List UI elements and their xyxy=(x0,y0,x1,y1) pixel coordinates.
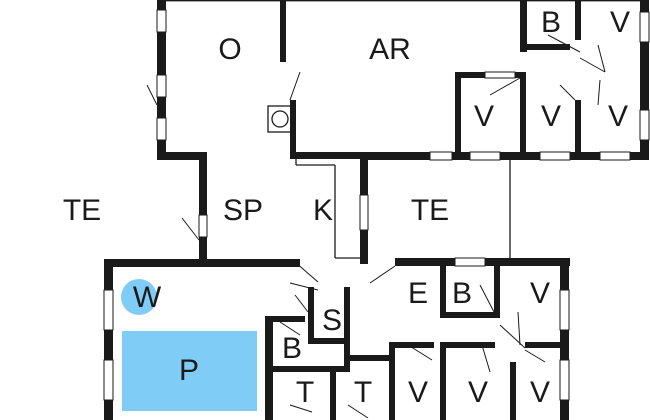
windows xyxy=(103,9,650,401)
whirlpool xyxy=(121,279,157,315)
room-label-bath-top: B xyxy=(541,6,561,39)
outline xyxy=(166,0,640,259)
room-label-bedroom-5: V xyxy=(530,277,550,310)
room-label-o: O xyxy=(218,33,241,66)
room-label-ar: AR xyxy=(369,33,411,66)
room-label-sauna: S xyxy=(322,304,342,337)
room-label-bath-pool: B xyxy=(282,332,302,365)
room-label-terrace-middle: TE xyxy=(411,194,449,227)
room-label-bath-middle: B xyxy=(452,277,472,310)
doors xyxy=(146,34,606,419)
room-label-bedroom-6: V xyxy=(408,376,428,409)
room-label-bedroom-4: V xyxy=(608,100,628,133)
room-label-bedroom-2: V xyxy=(474,100,494,133)
room-label-kitchen: K xyxy=(313,194,333,227)
pool xyxy=(122,331,257,411)
walls xyxy=(104,0,649,420)
room-label-whirlpool: W xyxy=(133,281,162,314)
room-label-dining: SP xyxy=(223,194,263,227)
room-label-toilet-1: T xyxy=(296,376,314,409)
room-label-terrace-west: TE xyxy=(63,194,101,227)
room-label-entrance: E xyxy=(408,277,428,310)
room-label-toilet-2: T xyxy=(354,376,372,409)
room-label-bedroom-7: V xyxy=(468,376,488,409)
room-label-bedroom-1: V xyxy=(610,6,630,39)
room-label-pool: P xyxy=(179,354,199,387)
room-label-bedroom-8: V xyxy=(530,376,550,409)
room-label-bedroom-3: V xyxy=(541,100,561,133)
